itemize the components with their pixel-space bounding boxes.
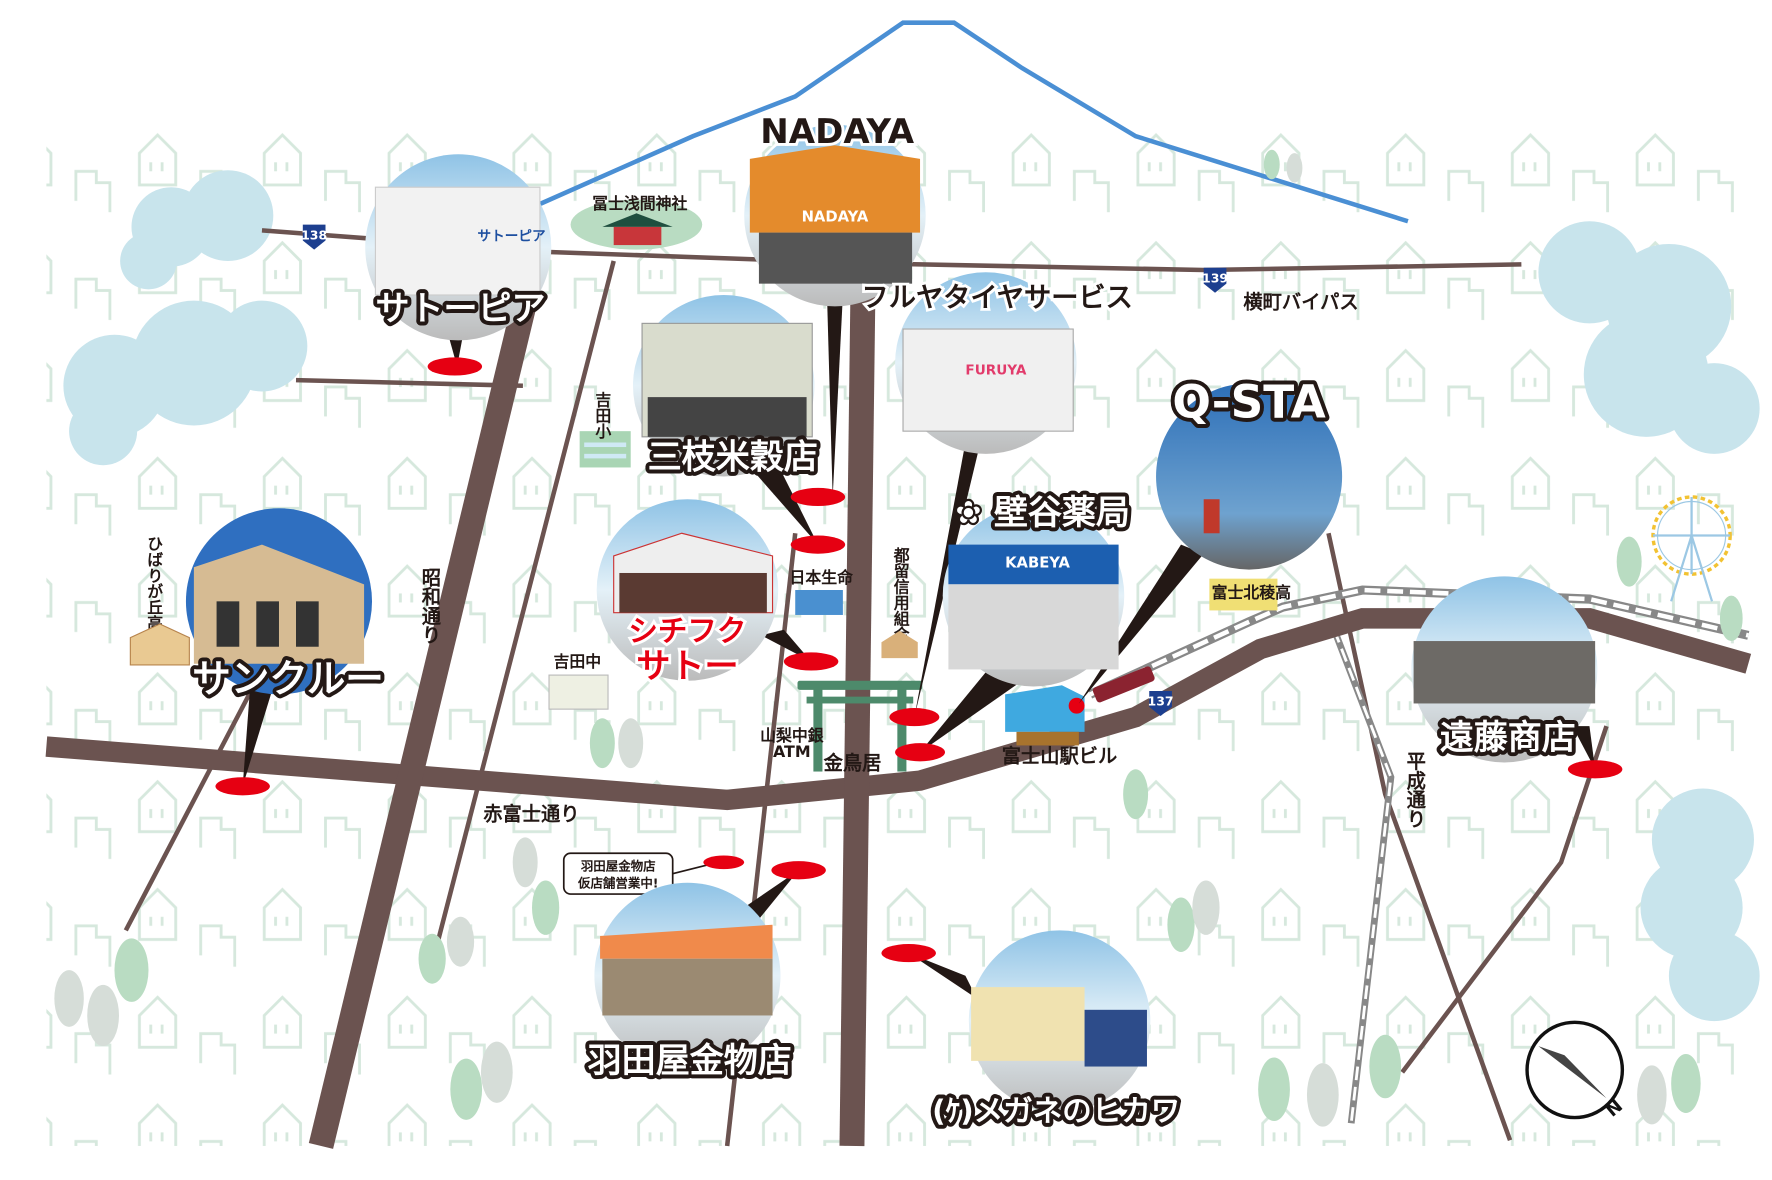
label-yoshida-elementary: 吉田小 — [593, 390, 612, 440]
hibarigaoka-high-icon — [129, 623, 190, 666]
store-title: サトーピア — [375, 289, 545, 329]
svg-text:羽田屋金物店: 羽田屋金物店 — [581, 858, 656, 873]
road-label-showa: 昭和通り — [418, 567, 441, 644]
pin-satopia[interactable] — [427, 357, 483, 376]
store-title: (ｹ)メガネのヒカワ — [932, 1094, 1180, 1128]
pin-sankuru[interactable] — [215, 777, 270, 796]
store-saegusa[interactable]: 三枝米穀店 — [632, 295, 822, 482]
label-fuji-hokuryo-high: 富士北稜高 — [1212, 583, 1292, 602]
svg-text:FURUYA: FURUYA — [965, 362, 1026, 378]
store-furuya[interactable]: FURUYA フルヤタイヤサービス — [859, 272, 1136, 454]
label-sengen-shrine: 冨士浅間神社 — [592, 194, 687, 213]
road-label-yokomachi: 横町バイパス — [1243, 291, 1358, 314]
store-title: フルヤタイヤサービス — [862, 282, 1133, 313]
label-hibarigaoka-high: ひばりが丘高 — [145, 536, 164, 632]
store-title: 壁谷薬局 — [994, 493, 1130, 533]
label-fujisan-station-building: 富士山駅ビル — [1002, 744, 1118, 767]
store-title: サンクルー — [192, 657, 384, 702]
pin-furuya[interactable] — [889, 708, 940, 727]
store-nadaya[interactable]: NADAYA NADAYA — [744, 109, 926, 307]
label-atm: ATM — [773, 742, 811, 761]
pin-hikawa[interactable] — [881, 944, 936, 963]
cloud-icon — [63, 170, 1760, 1022]
store-title: NADAYA — [760, 112, 914, 152]
svg-text:サトーピア: サトーピア — [478, 229, 546, 245]
route-138-badge: 138 — [301, 224, 327, 250]
store-title: 遠藤商店 — [1440, 718, 1576, 758]
yoshida-junior-high-icon — [548, 674, 609, 710]
train-icon — [1092, 666, 1155, 703]
ferris-wheel-icon — [1651, 495, 1732, 602]
pin-shichifuku[interactable] — [783, 652, 839, 671]
svg-text:NADAYA: NADAYA — [802, 208, 869, 225]
sengen-shrine-icon — [570, 199, 703, 250]
clover-logo-icon: ✿ — [954, 493, 983, 533]
pin-saegusa[interactable] — [790, 535, 846, 554]
fujisan-station-building-icon — [1005, 685, 1085, 746]
svg-text:仮店舗営業中!: 仮店舗営業中! — [577, 875, 659, 890]
location-pins[interactable] — [215, 357, 1623, 963]
store-endo[interactable]: 遠藤商店 — [1411, 576, 1598, 763]
svg-text:138: 138 — [301, 227, 327, 242]
kintorii-gate-icon — [797, 680, 923, 772]
route-139-badge: 139 — [1202, 267, 1228, 293]
label-yamanashi-chugin: 山梨中銀 — [760, 726, 824, 745]
pin-nadaya[interactable] — [790, 487, 846, 507]
tree-icons — [54, 149, 1743, 1127]
tsuru-shinkumi-building-icon — [881, 630, 918, 659]
store-hatadaya[interactable]: 羽田屋金物店 — [584, 882, 796, 1085]
mt-fuji-outline — [533, 20, 1409, 224]
label-tsuru-shinkumi: 都留信用組合 — [891, 546, 910, 643]
store-kabeya[interactable]: KABEYA ✿ 壁谷薬局 — [942, 489, 1134, 687]
yoshida-elementary-icon — [579, 431, 631, 468]
pin-hatadaya-temporary[interactable] — [703, 855, 745, 870]
store-title: 三枝米穀店 — [648, 438, 818, 478]
temporary-store-notice: 羽田屋金物店 仮店舗営業中! — [562, 852, 710, 895]
store-title-line1: シチフク — [628, 614, 746, 648]
store-megane-hikawa[interactable]: (ｹ)メガネのヒカワ — [928, 930, 1184, 1132]
route-137-badge: 137 — [1148, 690, 1174, 716]
pin-kabeya[interactable] — [895, 743, 945, 762]
store-sankuru[interactable]: サンクルー — [185, 508, 388, 706]
nihon-seimei-building-icon — [795, 590, 843, 615]
store-satopia[interactable]: サトーピア サトーピア — [365, 154, 552, 341]
store-title: 羽田屋金物店 — [588, 1041, 792, 1081]
store-title: Q-STA — [1172, 376, 1325, 429]
pin-hatadaya[interactable] — [771, 861, 826, 880]
road-label-heisei: 平成通り — [1403, 751, 1426, 828]
label-kintorii: 金鳥居 — [823, 751, 882, 774]
pin-endo[interactable] — [1567, 760, 1623, 779]
compass-icon: N — [1525, 1020, 1627, 1121]
svg-text:137: 137 — [1148, 694, 1174, 709]
store-title-line2: サトー — [636, 646, 738, 686]
label-nihon-seimei: 日本生命 — [790, 568, 854, 587]
svg-text:139: 139 — [1202, 271, 1228, 286]
label-yoshida-junior-high: 吉田中 — [554, 652, 602, 671]
store-photo — [1156, 383, 1343, 570]
fuji-hokuryo-high-icon — [1209, 578, 1278, 611]
store-shichifuku-sato[interactable]: シチフク サトー — [596, 499, 779, 689]
store-qsta[interactable]: Q-STA — [1156, 372, 1343, 570]
svg-text:KABEYA: KABEYA — [1005, 554, 1070, 571]
road-label-akafuji: 赤富士通り — [483, 802, 579, 825]
